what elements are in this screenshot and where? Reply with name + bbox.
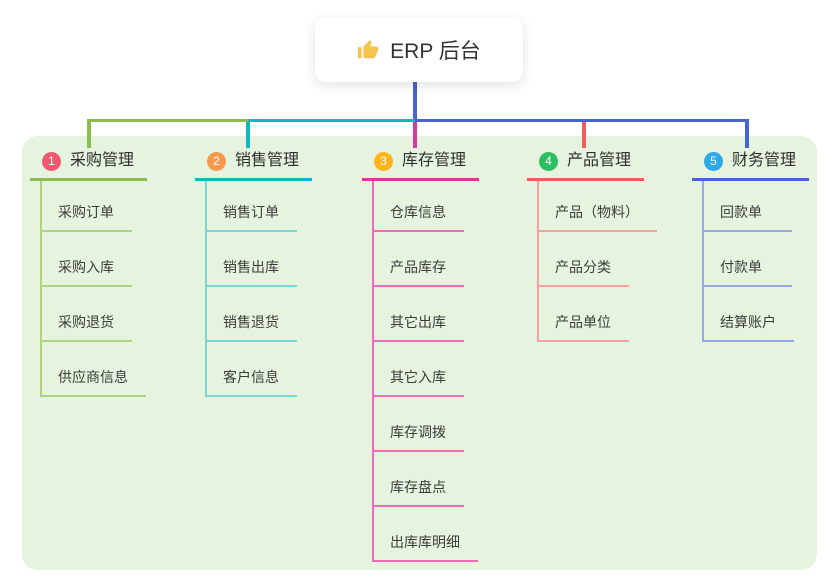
branch-header-sales[interactable]: 2 销售管理 <box>195 148 312 181</box>
mindmap-node[interactable]: 采购入库 <box>42 232 132 287</box>
mindmap-node[interactable]: 产品（物料） <box>539 181 657 232</box>
mindmap-node[interactable]: 客户信息 <box>207 342 297 397</box>
mindmap-node[interactable]: 销售退货 <box>207 287 297 342</box>
mindmap-node[interactable]: 产品库存 <box>374 232 464 287</box>
branch-number-badge: 4 <box>539 151 558 171</box>
branch-title: 库存管理 <box>402 152 467 169</box>
mindmap-node[interactable]: 出库库明细 <box>374 507 478 562</box>
mindmap-node[interactable]: 回款单 <box>704 181 792 232</box>
mindmap-node[interactable]: 仓库信息 <box>374 181 464 232</box>
thumbs-up-icon <box>358 39 379 59</box>
branch-header-product[interactable]: 4 产品管理 <box>527 148 644 181</box>
branch-item-list: 销售订单 销售出库 销售退货 客户信息 <box>205 181 312 397</box>
branch-number-badge: 3 <box>374 151 393 171</box>
branch-title: 销售管理 <box>235 152 300 169</box>
branch-sales: 2 销售管理 销售订单 销售出库 销售退货 客户信息 <box>195 148 312 397</box>
branch-header-finance[interactable]: 5 财务管理 <box>692 148 809 181</box>
root-node[interactable]: ERP 后台 <box>315 18 523 82</box>
branch-number-badge: 1 <box>42 151 61 171</box>
branch-number-badge: 2 <box>207 151 226 171</box>
mindmap-node[interactable]: 库存盘点 <box>374 452 464 507</box>
bus-segment-purchase <box>87 119 248 122</box>
drop-line-inventory <box>413 122 417 148</box>
branch-title: 财务管理 <box>732 152 797 169</box>
branch-header-inventory[interactable]: 3 库存管理 <box>362 148 479 181</box>
branch-finance: 5 财务管理 回款单 付款单 结算账户 <box>692 148 809 342</box>
root-title: ERP 后台 <box>390 40 481 63</box>
drop-line-product <box>582 122 586 148</box>
mindmap-node[interactable]: 销售订单 <box>207 181 297 232</box>
mindmap-node[interactable]: 付款单 <box>704 232 792 287</box>
branch-item-list: 回款单 付款单 结算账户 <box>702 181 809 342</box>
mindmap-node[interactable]: 库存调拨 <box>374 397 464 452</box>
mindmap-node[interactable]: 供应商信息 <box>42 342 146 397</box>
branch-header-purchase[interactable]: 1 采购管理 <box>30 148 147 181</box>
branch-inventory: 3 库存管理 仓库信息 产品库存 其它出库 其它入库 库存调拨 库存盘点 出库库… <box>362 148 479 562</box>
drop-line-sales <box>246 122 250 148</box>
bus-segment-sales <box>248 119 415 122</box>
mindmap-node[interactable]: 采购退货 <box>42 287 132 342</box>
mindmap-node[interactable]: 结算账户 <box>704 287 794 342</box>
mindmap-node[interactable]: 采购订单 <box>42 181 132 232</box>
drop-line-purchase <box>87 119 91 148</box>
drop-line-finance <box>745 119 749 148</box>
mindmap-node[interactable]: 销售出库 <box>207 232 297 287</box>
mindmap-node[interactable]: 产品单位 <box>539 287 629 342</box>
branch-product: 4 产品管理 产品（物料） 产品分类 产品单位 <box>527 148 657 342</box>
root-connector-line <box>413 82 417 119</box>
mindmap-node[interactable]: 产品分类 <box>539 232 629 287</box>
branch-item-list: 仓库信息 产品库存 其它出库 其它入库 库存调拨 库存盘点 出库库明细 <box>372 181 479 562</box>
branch-number-badge: 5 <box>704 151 723 171</box>
mindmap-node[interactable]: 其它出库 <box>374 287 464 342</box>
branch-item-list: 产品（物料） 产品分类 产品单位 <box>537 181 657 342</box>
branch-title: 产品管理 <box>567 152 632 169</box>
branches-panel <box>22 136 817 570</box>
mindmap-node[interactable]: 其它入库 <box>374 342 464 397</box>
bus-segment-finance <box>415 119 749 122</box>
branch-purchase: 1 采购管理 采购订单 采购入库 采购退货 供应商信息 <box>30 148 147 397</box>
branch-item-list: 采购订单 采购入库 采购退货 供应商信息 <box>40 181 147 397</box>
branch-title: 采购管理 <box>70 152 135 169</box>
